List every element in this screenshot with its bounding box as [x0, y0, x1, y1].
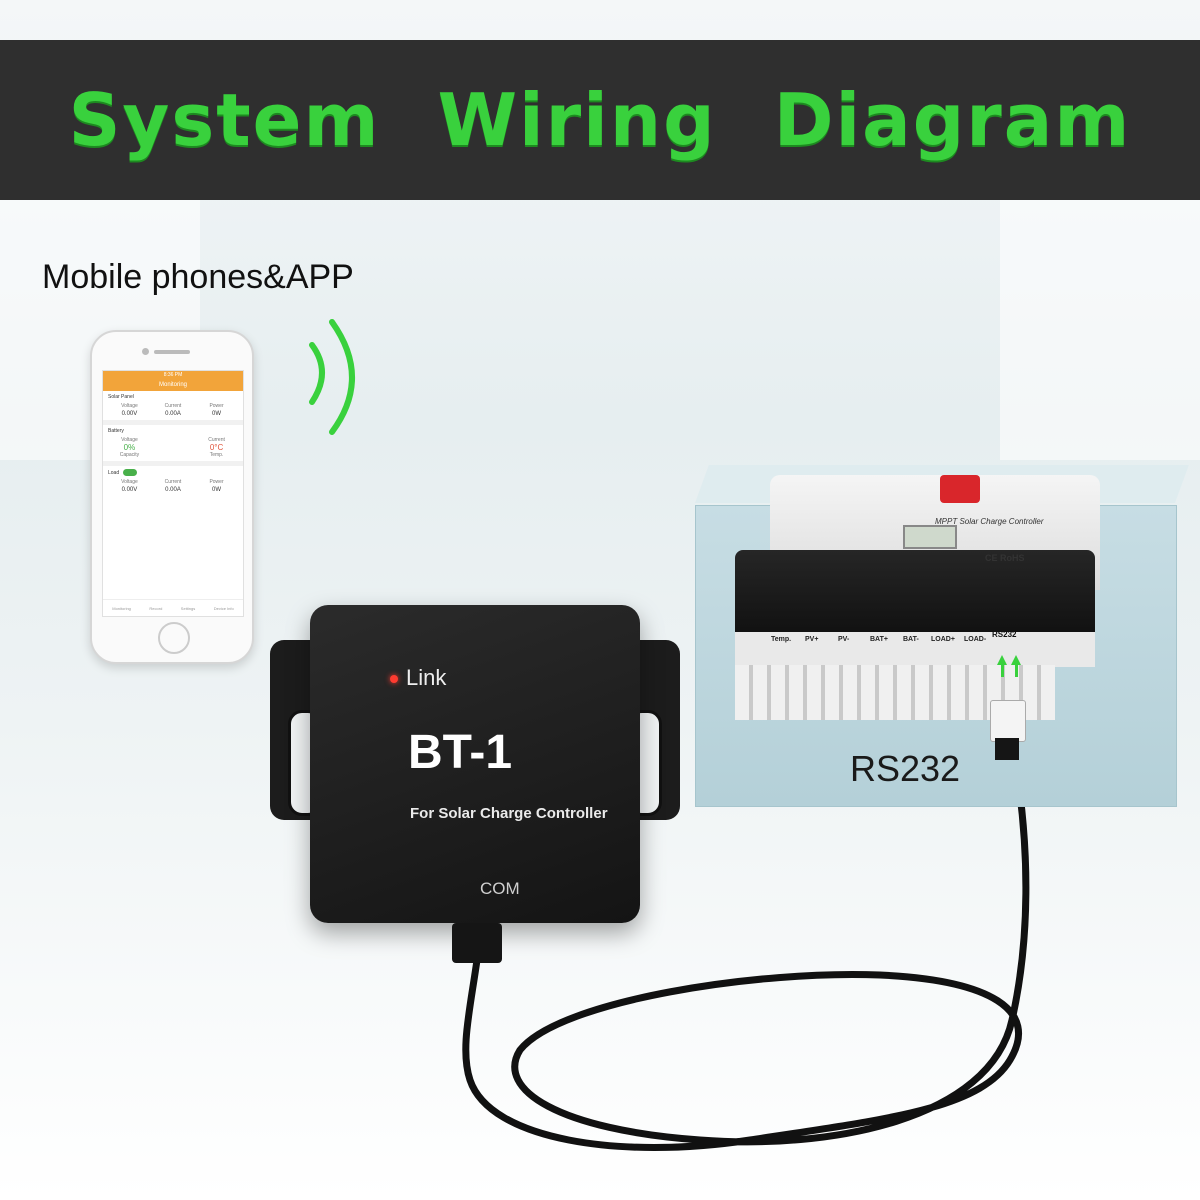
power-value: 0W	[212, 411, 222, 417]
arrow-up-icon	[1015, 665, 1018, 677]
terminal-strip: Temp. PV+ PV- BAT+ BAT- LOAD+ LOAD-	[735, 630, 1095, 667]
speaker-grille	[154, 350, 190, 354]
power-value: 0W	[212, 487, 222, 493]
tab-settings[interactable]: Settings	[180, 605, 196, 611]
load-section: Load Voltage 0.00V Current 0.00A Power 0W	[103, 466, 243, 496]
current-label: Current	[164, 479, 182, 485]
mobile-phone: 8:36 PM Monitoring Solar Panel Voltage 0.…	[90, 330, 254, 664]
cable-strain-relief	[452, 923, 502, 963]
rs232-label: RS232	[850, 748, 961, 789]
terminal-label: PV-	[838, 636, 850, 643]
voltage-value: 0.00V	[121, 487, 138, 493]
voltage-label: Voltage	[121, 403, 138, 409]
terminal-label: BAT+	[870, 636, 888, 643]
voltage-label: Voltage	[121, 479, 138, 485]
controller-brand: MPPT Solar Charge Controller	[935, 517, 1044, 526]
terminal-label: Temp.	[771, 636, 792, 643]
temp-label: Temp.	[209, 452, 224, 458]
terminal-label: BAT-	[903, 636, 919, 643]
app-screen: 8:36 PM Monitoring Solar Panel Voltage 0.…	[102, 370, 244, 617]
load-toggle[interactable]	[123, 469, 138, 476]
certification-mark: CE RoHS	[985, 553, 1025, 563]
link-label: Link	[406, 665, 447, 690]
com-port-label: COM	[480, 879, 520, 898]
model-name: BT-1	[408, 726, 513, 779]
wireless-signal-icon	[309, 342, 325, 405]
power-label: Power	[209, 479, 224, 485]
voltage-value: 0.00V	[121, 411, 138, 417]
terminal-label: PV+	[805, 636, 819, 643]
current-label: Current	[164, 403, 182, 409]
status-bar: 8:36 PM	[103, 371, 243, 379]
tab-monitoring[interactable]: Monitoring	[112, 605, 131, 611]
phone-label: Mobile phones&APP	[42, 258, 354, 296]
section-title: Battery	[108, 428, 124, 434]
solar-panel-section: Solar Panel Voltage 0.00V Current 0.00A Po…	[103, 391, 243, 420]
current-label: Current	[208, 437, 225, 443]
brand-badge	[940, 475, 980, 503]
capacity-label: Capacity	[119, 452, 140, 458]
rj45-connector	[990, 700, 1026, 742]
title-banner: System Wiring Diagram	[0, 40, 1200, 200]
rj45-connector-boot	[995, 738, 1019, 760]
section-title: Solar Panel	[108, 394, 134, 400]
solar-charge-controller: MPPT Solar Charge Controller CE RoHS Tem…	[695, 465, 1189, 807]
arrow-up-icon	[997, 655, 1007, 665]
current-value: 0.00A	[165, 411, 181, 417]
home-button	[158, 622, 190, 654]
lcd-display	[903, 525, 957, 549]
wireless-signal-icon	[329, 319, 355, 435]
module-body: Link BT-1 For Solar Charge Controller CO…	[310, 605, 640, 923]
section-title: Load	[108, 469, 120, 476]
current-value: 0.00A	[165, 487, 181, 493]
tab-device-info[interactable]: Device Info	[213, 605, 234, 611]
link-led-indicator	[390, 675, 398, 683]
voltage-label: Voltage	[121, 437, 138, 443]
bt1-bluetooth-module: Link BT-1 For Solar Charge Controller CO…	[270, 605, 680, 963]
diagram-title: System Wiring Diagram	[68, 78, 1132, 162]
temp-value: 0°C	[209, 443, 224, 452]
communication-cable	[462, 756, 1030, 1151]
app-title: Monitoring	[103, 379, 243, 391]
arrow-up-icon	[1011, 655, 1021, 665]
tab-record[interactable]: Record	[149, 605, 163, 611]
app-tab-bar: Monitoring Record Settings Device Info	[103, 599, 243, 616]
capacity-value: 0%	[123, 443, 136, 452]
arrow-up-icon	[1001, 665, 1004, 677]
terminal-label: LOAD+	[931, 636, 955, 643]
camera-icon	[142, 348, 149, 355]
terminal-label: LOAD-	[964, 636, 987, 643]
rs232-port-label: RS232	[992, 630, 1017, 639]
power-label: Power	[209, 403, 224, 409]
background-panel	[1000, 200, 1200, 460]
model-subtitle: For Solar Charge Controller	[410, 805, 608, 822]
